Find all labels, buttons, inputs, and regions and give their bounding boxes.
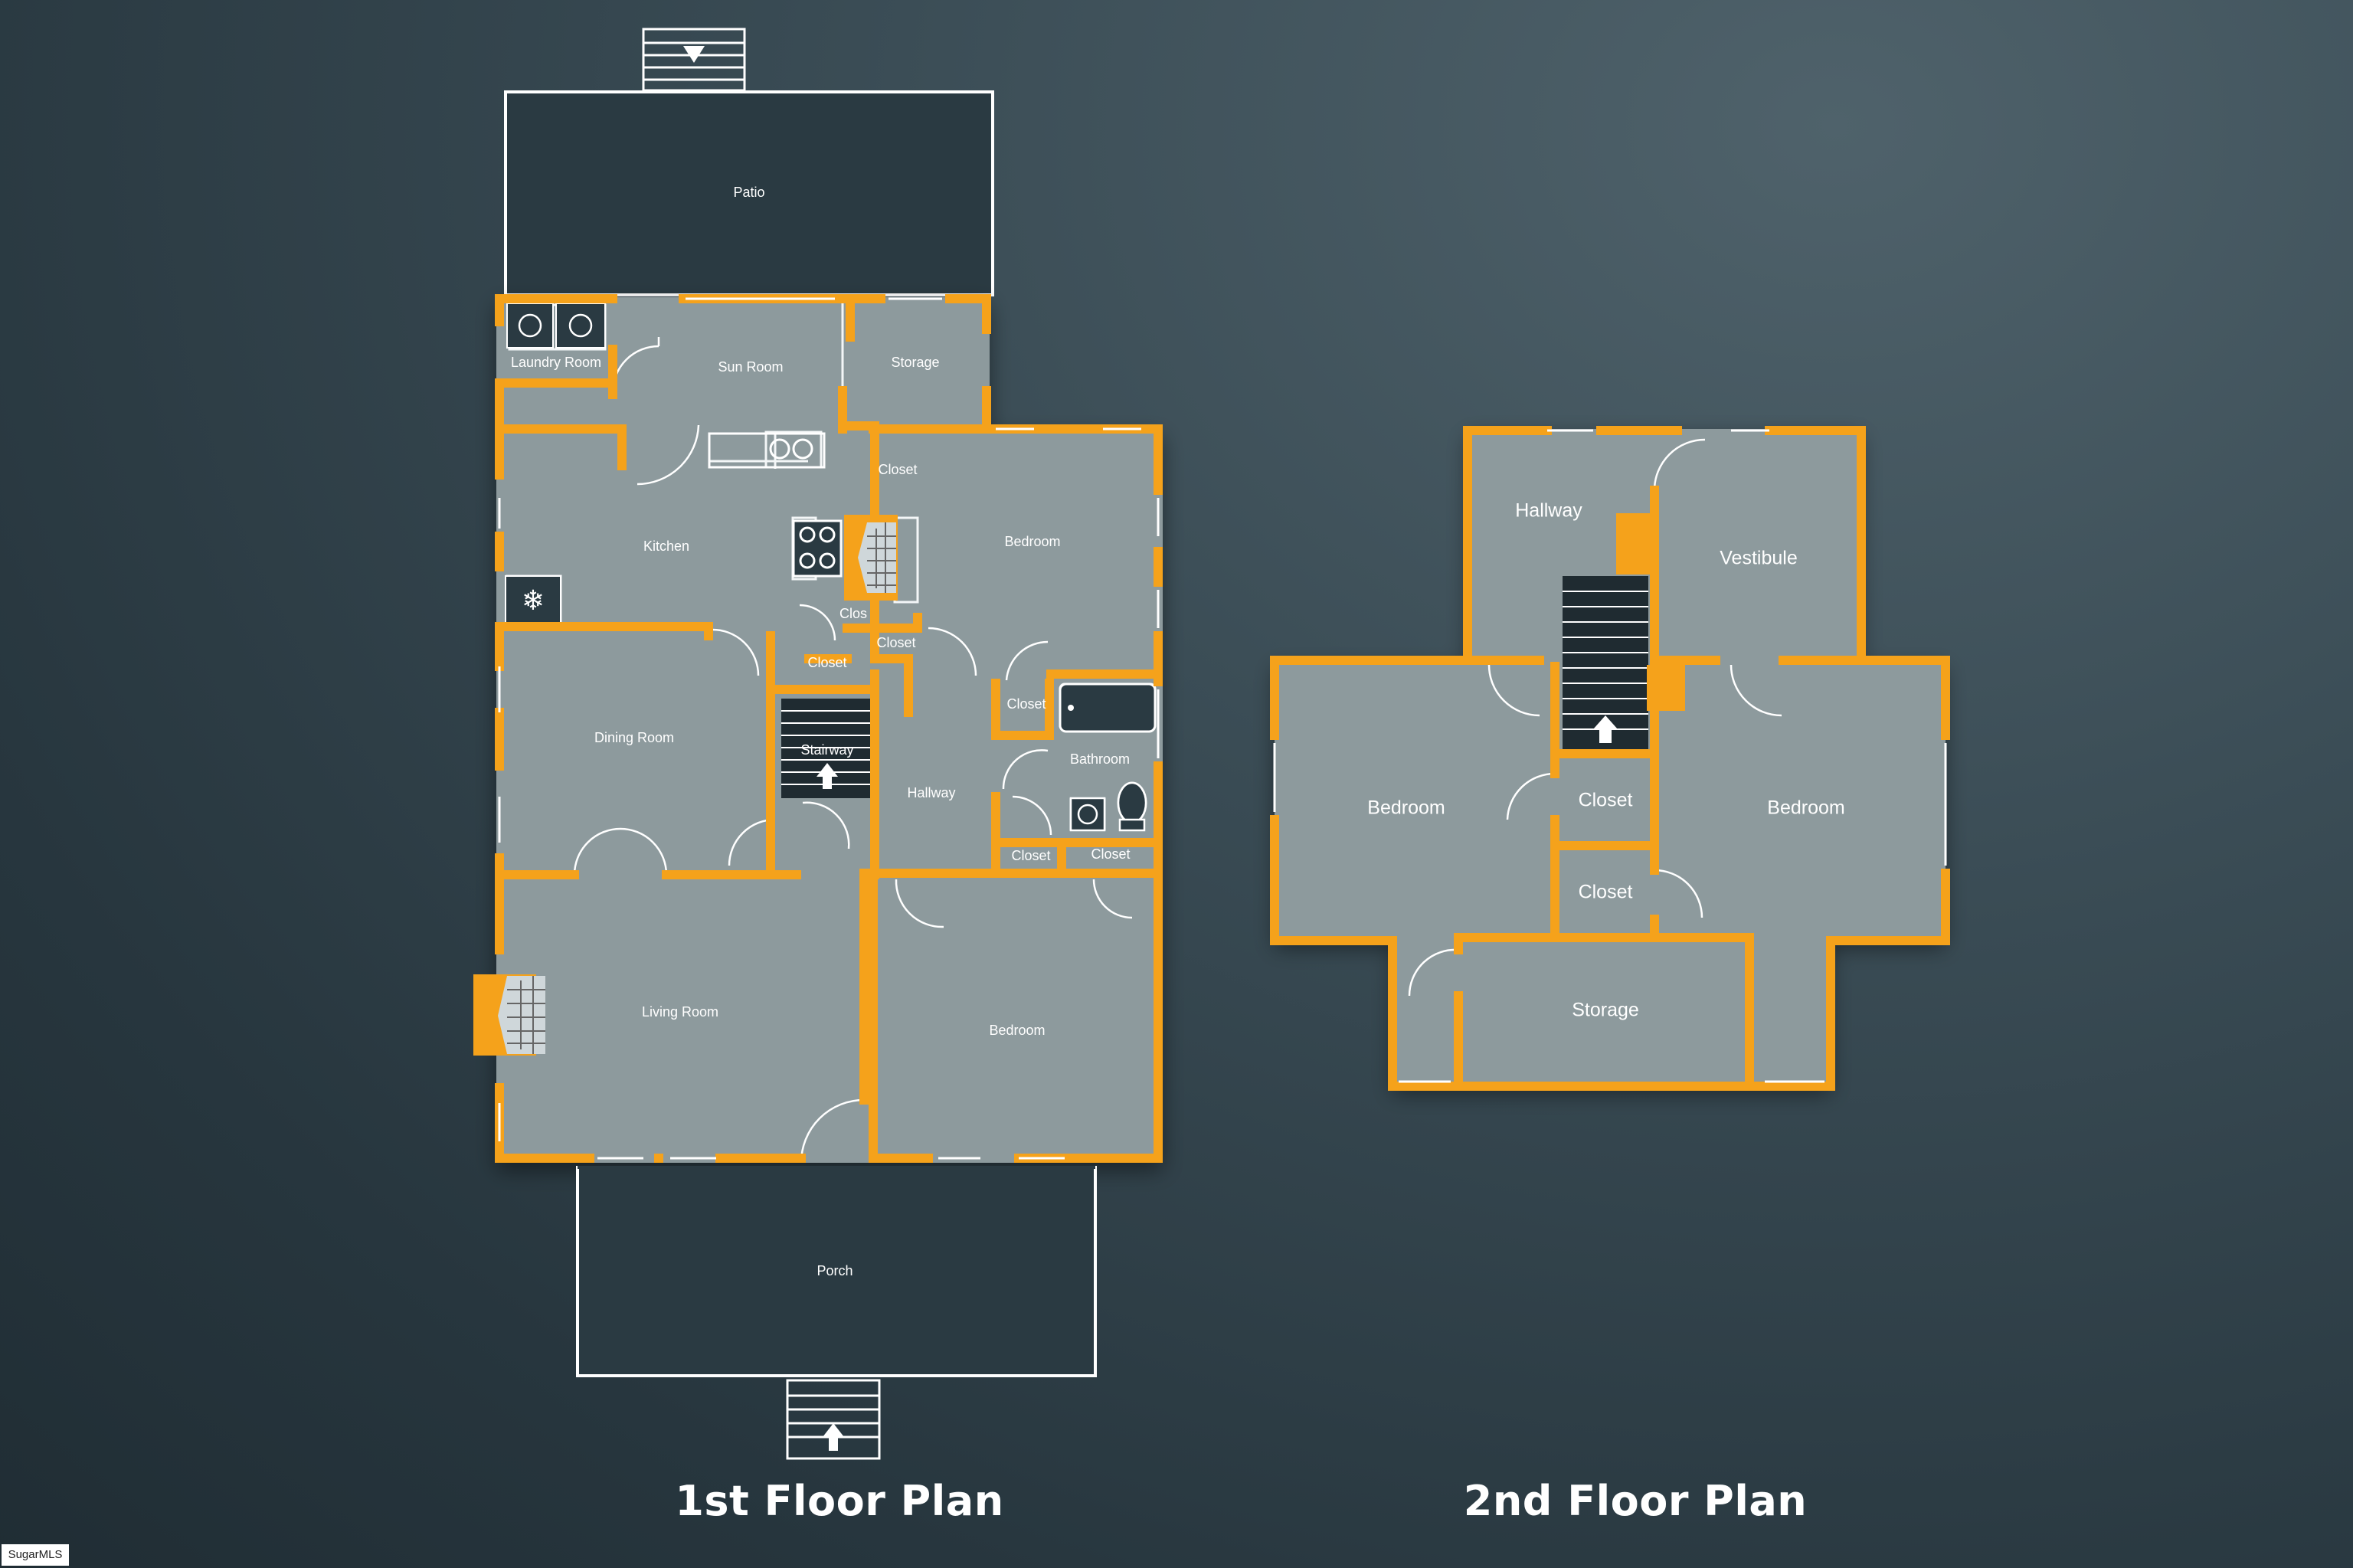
label-bedroom-left: Bedroom: [1367, 797, 1445, 819]
chimney-second-lower: [1647, 665, 1685, 711]
label-closet-small: Clos: [839, 606, 867, 621]
windows-second: [1273, 429, 1947, 1083]
fireplace-bedroom: [844, 515, 898, 601]
porch-outline: [576, 1166, 1097, 1377]
first-floor-caption: 1st Floor Plan: [675, 1477, 1004, 1525]
windows-first: [498, 297, 1160, 1160]
door-swings: [573, 337, 1133, 1164]
refrigerator: ❄: [505, 575, 561, 627]
stairway-first: [781, 699, 872, 798]
kitchen-sink: [708, 432, 826, 469]
patio-outline: [504, 90, 994, 296]
label-bedroom-top: Bedroom: [1004, 534, 1060, 549]
label-bedroom-right: Bedroom: [1767, 797, 1844, 819]
stove: [792, 519, 843, 578]
fireplace-living: [473, 974, 545, 1056]
label-living-room: Living Room: [642, 1004, 718, 1020]
washer-dryer: [506, 303, 606, 349]
label-storage-second: Storage: [1572, 1000, 1639, 1021]
mls-watermark: SugarMLS: [2, 1544, 69, 1566]
svg-text:❄: ❄: [522, 585, 545, 617]
label-patio: Patio: [733, 185, 764, 200]
label-closet-center: Closet: [807, 655, 846, 670]
label-closet-lower: Closet: [1579, 882, 1633, 903]
label-hallway-second: Hallway: [1515, 500, 1582, 522]
label-closet-bath: Closet: [1006, 696, 1046, 712]
second-floor-caption: 2nd Floor Plan: [1463, 1477, 1808, 1525]
door-swings-second: [1408, 438, 1782, 997]
label-closet-upper: Closet: [1579, 790, 1633, 811]
label-closet-bottom-left: Closet: [1011, 848, 1050, 863]
label-closet-kitchen-top: Closet: [878, 462, 917, 477]
bathroom-sink-toilet: [1069, 781, 1147, 832]
label-kitchen: Kitchen: [643, 538, 689, 554]
rear-steps: [642, 28, 746, 92]
front-steps: [786, 1379, 881, 1460]
label-closet-mid: Closet: [876, 635, 915, 650]
label-stairway: Stairway: [800, 742, 853, 758]
label-vestibule: Vestibule: [1720, 548, 1797, 569]
label-bathroom: Bathroom: [1070, 751, 1130, 767]
first-floor-plan: ❄: [473, 28, 1163, 1460]
label-sun-room: Sun Room: [718, 359, 783, 375]
second-floor-plan: Hallway Vestibule Bedroom Bedroom Closet…: [1270, 426, 1950, 1091]
label-storage: Storage: [891, 355, 939, 370]
label-porch: Porch: [817, 1263, 853, 1278]
bathtub: [1059, 683, 1157, 733]
label-closet-bottom-right: Closet: [1091, 846, 1130, 862]
label-dining-room: Dining Room: [594, 730, 674, 745]
chimney-second: [1616, 513, 1650, 574]
label-hallway: Hallway: [907, 785, 955, 800]
label-laundry-room: Laundry Room: [511, 355, 601, 370]
stairway-second: [1563, 576, 1648, 754]
walls-second: [1270, 426, 1950, 1091]
label-bedroom-bottom: Bedroom: [989, 1023, 1045, 1038]
